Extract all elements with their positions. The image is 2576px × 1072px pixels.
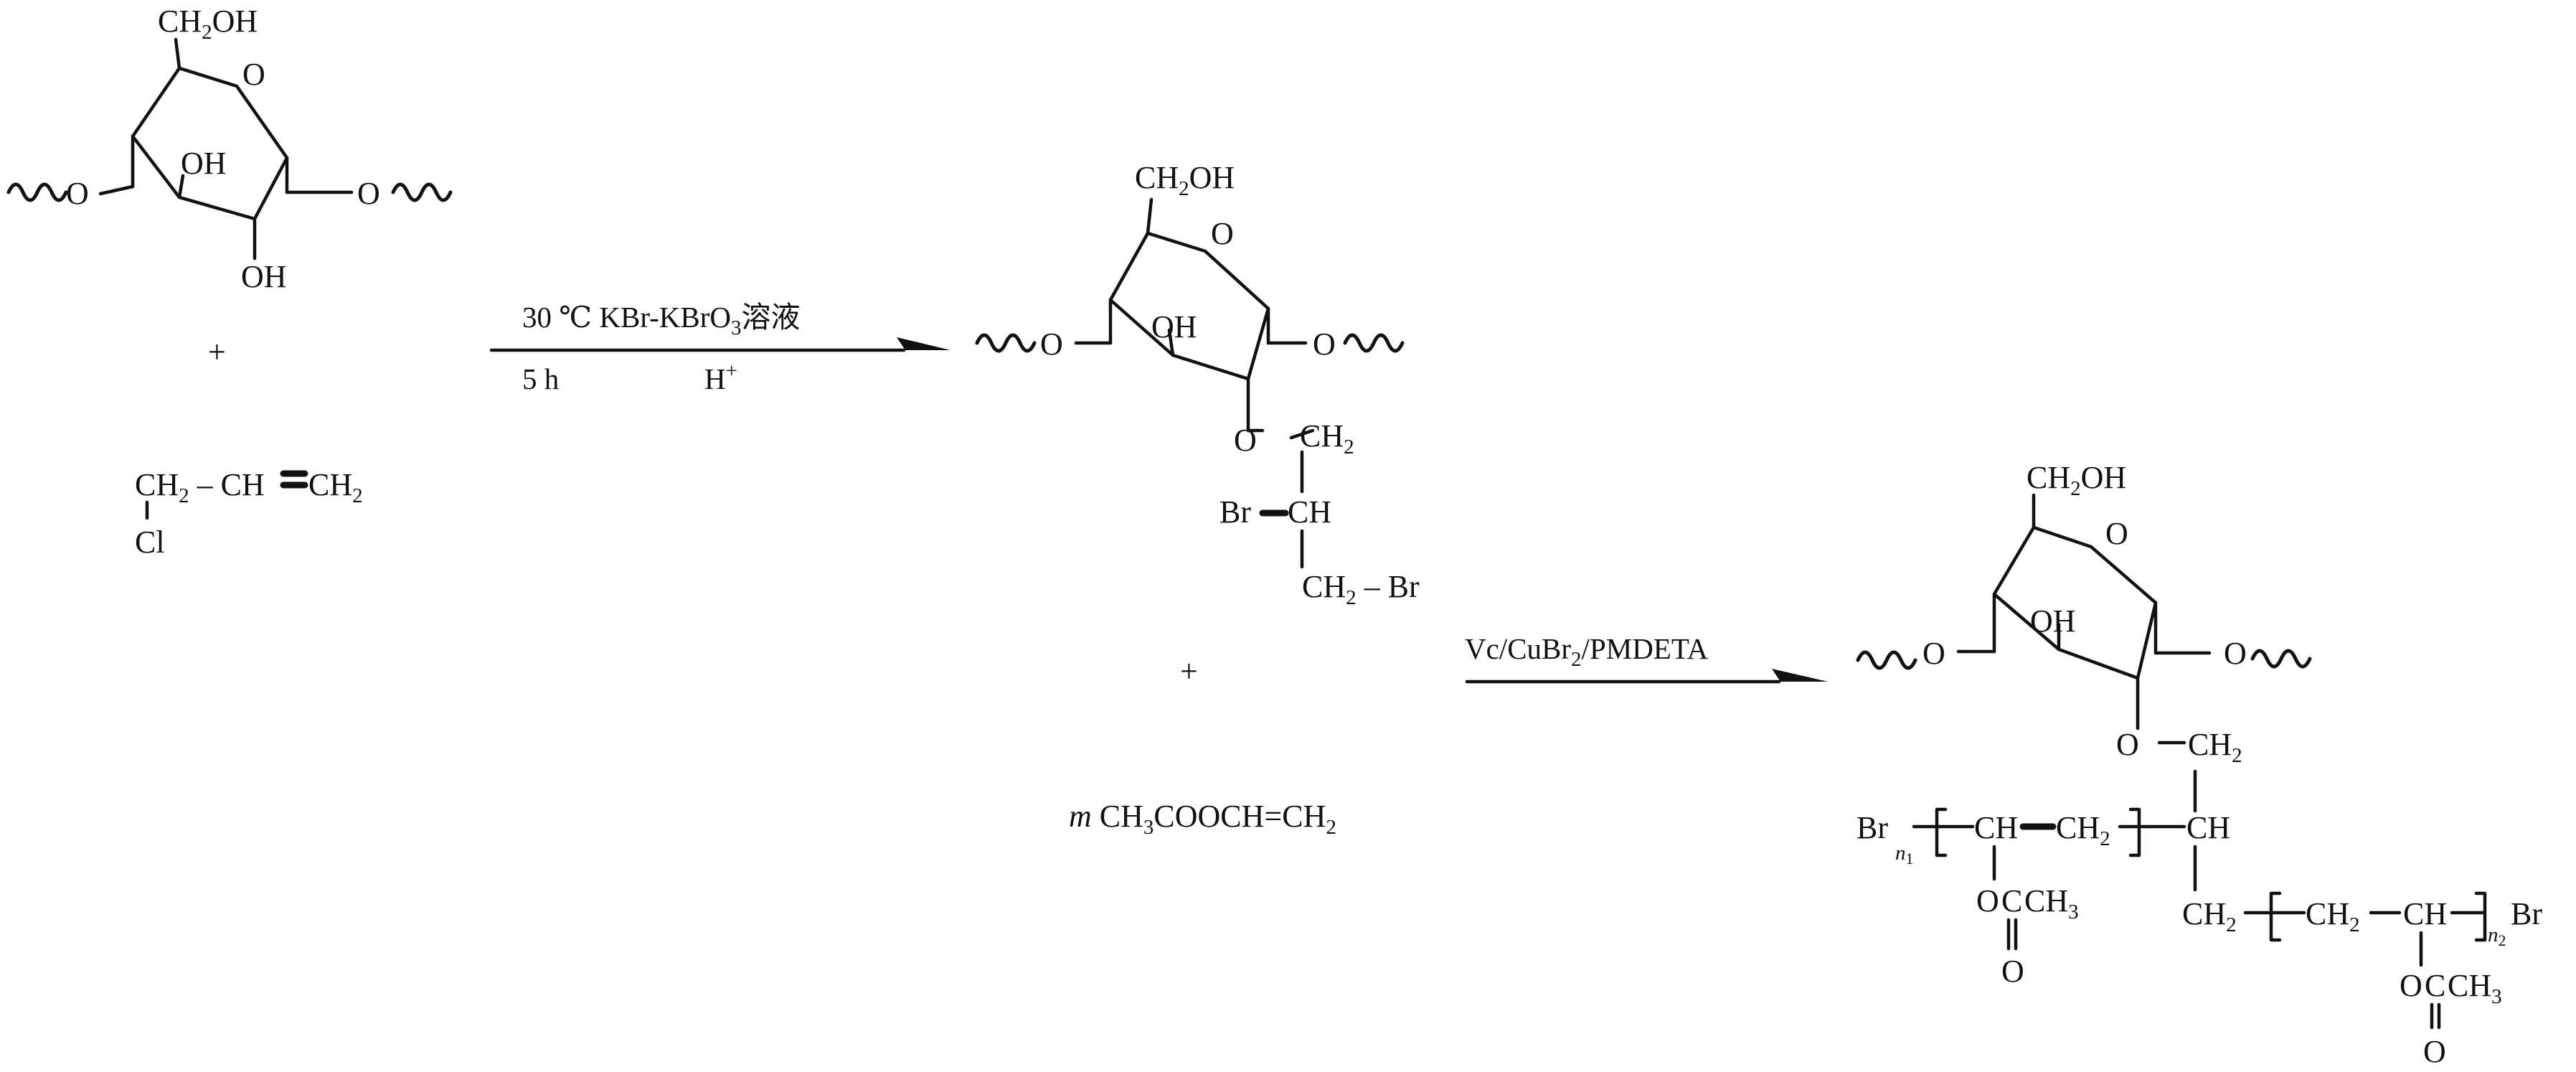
- reactant1-linkage-oxygen-left: O: [66, 176, 89, 211]
- reactant1-ch2oh: CH2OH: [158, 4, 258, 44]
- product-right-ester-o: O: [2400, 968, 2422, 1003]
- vinyl-acetate-formula: m CH3COOCH=CH2: [1069, 799, 1336, 839]
- reaction-arrow-step-1: 30 ℃ KBr-KBrO3溶液 5 h H+: [489, 300, 950, 395]
- intermediate-dibromopropyl-cellulose: CH2OH O OH O O O CH2 Br CH CH2 – Br: [975, 160, 1420, 609]
- product-left-ester-o: O: [1976, 883, 1999, 918]
- product-n2-subscript: n2: [2488, 923, 2506, 949]
- plus-sign-1: +: [208, 334, 226, 370]
- allyl-chloride-terminal-ch2: CH2: [308, 467, 363, 507]
- intermediate-linkage-oxygen-left: O: [1040, 326, 1063, 362]
- polymer-chain-right-icon: [1343, 333, 1405, 353]
- product-right-ch: CH: [2403, 896, 2447, 931]
- reaction-arrow-step-2: Vc/CuBr2/PMDETA: [1465, 632, 1828, 684]
- product-right-ester-methyl: CH3: [2448, 968, 2502, 1008]
- product-left-ch2: CH2: [2056, 810, 2110, 850]
- intermediate-bromine-left: Br: [1219, 494, 1251, 530]
- reactant-allyl-chloride: CH2 – CH CH2 Cl: [135, 467, 363, 560]
- product-bromine-right: Br: [2511, 896, 2542, 931]
- product-left-ester-c: C: [2001, 883, 2022, 918]
- intermediate-ether-oxygen: O: [1234, 423, 1257, 458]
- product-left-ester-methyl: CH3: [2024, 883, 2079, 923]
- product-ring-oxygen: O: [2105, 516, 2128, 551]
- product-bromine-left: Br: [1856, 810, 1888, 845]
- product-ether-oxygen: O: [2116, 727, 2139, 762]
- allyl-chloride-formula: CH2 – CH: [135, 467, 265, 507]
- intermediate-ring-oxygen: O: [1211, 216, 1234, 251]
- allyl-chloride-chlorine: Cl: [135, 525, 165, 560]
- product-left-ch: CH: [1974, 810, 2018, 845]
- step1-condition-acid: H+: [704, 359, 737, 395]
- product-right-ch2: CH2: [2306, 896, 2360, 936]
- product-ch2-lower: CH2: [2182, 896, 2237, 936]
- product-ch2-upper: CH2: [2188, 727, 2242, 767]
- product-ch2oh: CH2OH: [2027, 460, 2126, 500]
- polymer-chain-right-icon: [391, 182, 453, 202]
- product-hydroxyl-3: OH: [2030, 603, 2076, 639]
- product-linkage-oxygen-right: O: [2224, 636, 2247, 671]
- product-graft-copolymer: CH2OH O OH O O O CH2 CH Br n1 CH CH2 O C…: [1856, 460, 2542, 1069]
- intermediate-ch2-br: CH2 – Br: [1302, 569, 1420, 609]
- intermediate-ch2-upper: CH2: [1300, 418, 1354, 459]
- product-right-ester-c: C: [2425, 968, 2445, 1003]
- product-left-carbonyl-o: O: [2001, 954, 2024, 989]
- intermediate-ch: CH: [1288, 494, 1331, 530]
- polymer-chain-right-icon: [2250, 649, 2312, 669]
- product-linkage-oxygen-left: O: [1922, 636, 1945, 671]
- plus-sign-2: +: [1180, 654, 1198, 689]
- reactant1-hydroxyl-2: OH: [241, 259, 287, 294]
- polymer-chain-left-icon: [1856, 650, 1917, 670]
- product-ch-branch: CH: [2186, 810, 2230, 845]
- reactant-cellulose: CH2OH O OH OH O O: [6, 4, 453, 294]
- product-n1-subscript: n1: [1895, 842, 1914, 868]
- reactant1-hydroxyl-3: OH: [181, 146, 227, 181]
- step1-condition-time: 5 h: [522, 362, 559, 395]
- polymer-chain-left-icon: [6, 182, 68, 202]
- step1-condition-top: 30 ℃ KBr-KBrO3溶液: [522, 300, 801, 339]
- intermediate-hydroxyl-3: OH: [1151, 309, 1197, 344]
- reactant1-linkage-oxygen-right: O: [357, 176, 380, 211]
- polymer-chain-left-icon: [975, 333, 1037, 353]
- product-right-carbonyl-o: O: [2423, 1034, 2446, 1069]
- step2-reagents: Vc/CuBr2/PMDETA: [1465, 632, 1709, 671]
- reactant1-ring-oxygen: O: [242, 57, 265, 92]
- intermediate-ch2oh: CH2OH: [1135, 160, 1235, 200]
- intermediate-linkage-oxygen-right: O: [1313, 326, 1336, 362]
